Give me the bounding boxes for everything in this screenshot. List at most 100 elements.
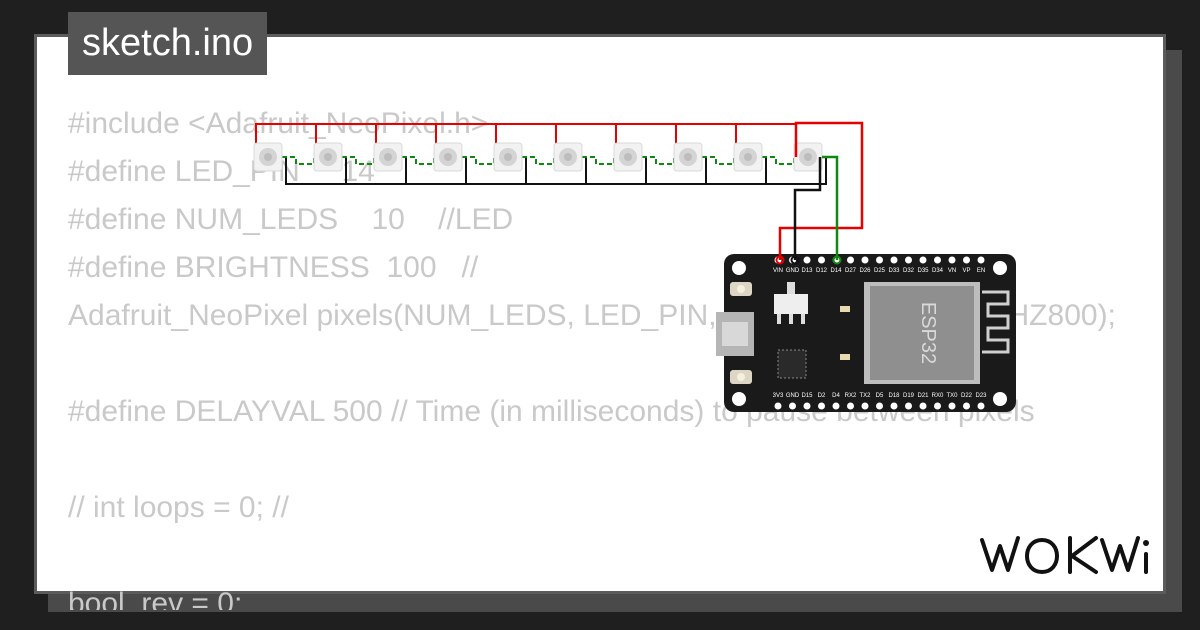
code-line: #define BRIGHTNESS 100 // bbox=[68, 251, 479, 284]
vin-wire bbox=[778, 121, 864, 260]
pin-rx0[interactable] bbox=[934, 402, 941, 410]
pin-label: D4 bbox=[832, 393, 840, 399]
mount-hole bbox=[993, 392, 1007, 406]
pin-label: D18 bbox=[888, 393, 900, 399]
pin-label: D25 bbox=[874, 268, 886, 274]
pin-label: TX2 bbox=[859, 393, 871, 399]
pin-d5[interactable] bbox=[876, 402, 883, 410]
pin-tx2[interactable] bbox=[861, 402, 869, 410]
pin-label: D2 bbox=[818, 393, 826, 399]
ground-wire bbox=[765, 157, 827, 185]
pin-d13[interactable] bbox=[803, 256, 811, 264]
pin-rx2[interactable] bbox=[847, 402, 854, 410]
pin-label: 3V3 bbox=[773, 393, 784, 399]
neopixel-led[interactable] bbox=[433, 142, 463, 172]
esp32-chip-label: ESP32 bbox=[917, 302, 939, 364]
code-line: #define LED_PIN 14 bbox=[68, 155, 375, 188]
pin-label: D13 bbox=[801, 268, 813, 274]
pin-vn[interactable] bbox=[948, 256, 956, 264]
pin-d23[interactable] bbox=[977, 402, 985, 410]
pin-label: EN bbox=[977, 268, 985, 274]
code-line: #define NUM_LEDS 10 //LED bbox=[68, 203, 514, 236]
pin-3v3[interactable] bbox=[774, 402, 782, 410]
neopixel-led[interactable] bbox=[673, 142, 703, 172]
pin-label: D33 bbox=[888, 268, 900, 274]
file-name: sketch.ino bbox=[82, 22, 254, 64]
led-indicator bbox=[840, 306, 850, 312]
pin-header-bottom bbox=[774, 402, 985, 410]
neopixel-led[interactable] bbox=[733, 142, 763, 172]
pin-vp[interactable] bbox=[963, 256, 970, 264]
pin-d25[interactable] bbox=[876, 256, 883, 264]
pin-label: D5 bbox=[876, 393, 884, 399]
pin-d18[interactable] bbox=[890, 402, 898, 410]
neopixel-led[interactable] bbox=[793, 142, 823, 172]
pin-d19[interactable] bbox=[905, 402, 912, 410]
usb-uart-chip bbox=[777, 349, 807, 379]
pin-d12[interactable] bbox=[818, 256, 825, 264]
pin-label: D34 bbox=[932, 268, 944, 274]
neopixel-led[interactable] bbox=[313, 142, 343, 172]
pin-d4[interactable] bbox=[832, 402, 840, 410]
d14-wire bbox=[822, 155, 839, 260]
pin-label: D32 bbox=[903, 268, 915, 274]
pin-label: D23 bbox=[975, 393, 987, 399]
pin-label: D26 bbox=[859, 268, 871, 274]
led-strip bbox=[253, 142, 823, 172]
pin-d35[interactable] bbox=[919, 256, 927, 264]
pin-label: RX2 bbox=[845, 393, 857, 399]
wokwi-logo bbox=[980, 536, 1149, 574]
pin-label: VP bbox=[962, 268, 970, 274]
wire-end bbox=[790, 255, 800, 265]
neopixel-led[interactable] bbox=[553, 142, 583, 172]
pin-d26[interactable] bbox=[861, 256, 869, 264]
pin-gnd[interactable] bbox=[789, 402, 796, 410]
pin-label: VIN bbox=[773, 268, 783, 274]
pin-label: D21 bbox=[917, 393, 929, 399]
pin-label: D14 bbox=[830, 268, 842, 274]
pin-label: VN bbox=[948, 268, 956, 274]
pin-label: D15 bbox=[801, 393, 813, 399]
file-tab[interactable]: sketch.ino bbox=[68, 12, 268, 75]
pin-label: GND bbox=[786, 393, 800, 399]
mount-hole bbox=[732, 261, 746, 275]
neopixel-led[interactable] bbox=[253, 142, 283, 172]
pin-label: RX0 bbox=[932, 393, 944, 399]
pin-label: D22 bbox=[961, 393, 973, 399]
pin-d15[interactable] bbox=[803, 402, 811, 410]
pin-label: D27 bbox=[845, 268, 857, 274]
pin-d27[interactable] bbox=[847, 256, 854, 264]
neopixel-led[interactable] bbox=[613, 142, 643, 172]
antenna-trace bbox=[982, 290, 1010, 354]
gnd-wire bbox=[793, 157, 822, 260]
pin-header-top bbox=[774, 256, 985, 264]
pin-label: D12 bbox=[816, 268, 828, 274]
board-wires bbox=[775, 121, 864, 265]
pin-d2[interactable] bbox=[818, 402, 825, 410]
code-line: bool rev = 0; bbox=[68, 587, 243, 610]
pin-d21[interactable] bbox=[919, 402, 927, 410]
pin-en[interactable] bbox=[977, 256, 985, 264]
wire-end bbox=[775, 255, 785, 265]
mount-hole bbox=[993, 261, 1007, 275]
pin-label: TX0 bbox=[946, 393, 958, 399]
pin-label: D35 bbox=[917, 268, 929, 274]
neopixel-led[interactable] bbox=[493, 142, 523, 172]
pin-label: GND bbox=[786, 268, 800, 274]
pin-d34[interactable] bbox=[934, 256, 941, 264]
mount-hole bbox=[732, 392, 746, 406]
esp32-chip bbox=[870, 286, 974, 380]
pin-d33[interactable] bbox=[890, 256, 898, 264]
neopixel-led[interactable] bbox=[373, 142, 403, 172]
code-line: // int loops = 0; // bbox=[68, 491, 289, 524]
pin-tx0[interactable] bbox=[948, 402, 956, 410]
pin-label: D19 bbox=[903, 393, 915, 399]
pin-d22[interactable] bbox=[963, 402, 970, 410]
pin-d32[interactable] bbox=[905, 256, 912, 264]
voltage-regulator bbox=[774, 294, 808, 314]
wire-end bbox=[832, 255, 842, 265]
